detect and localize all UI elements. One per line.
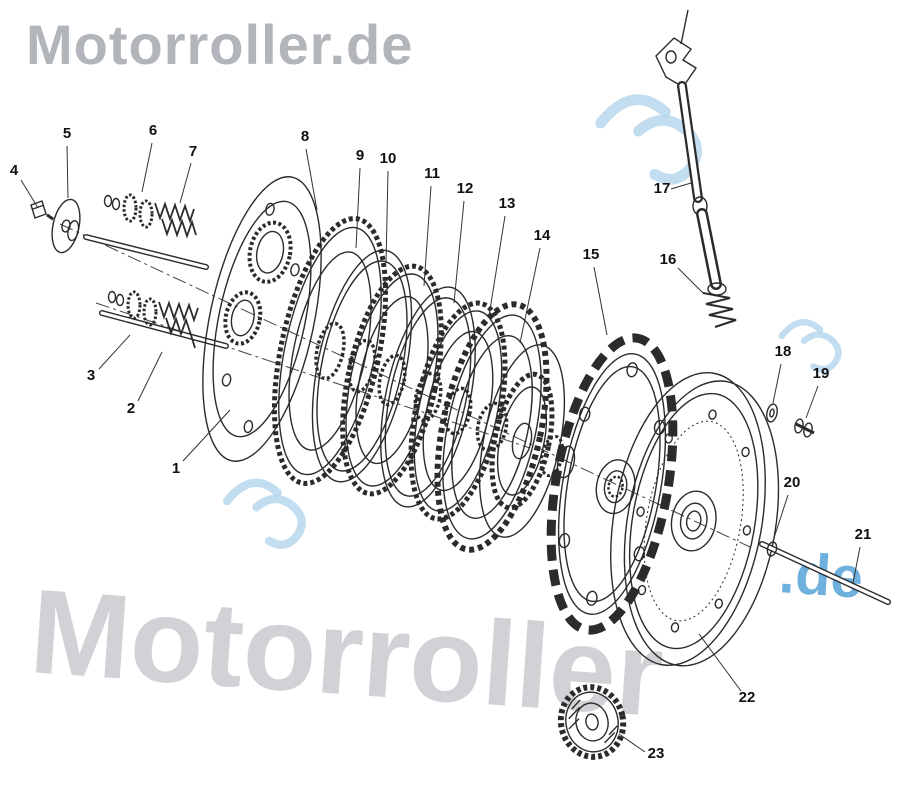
part-label-2: 2 (127, 400, 135, 417)
leader-line-9 (355, 167, 361, 249)
leader-line-12 (453, 200, 465, 304)
primary-gear-23 (557, 684, 627, 760)
exploded-clutch-drawing (30, 9, 891, 760)
clutch-drum-22 (610, 371, 780, 667)
leader-line-19 (805, 385, 819, 419)
leader-line-23 (618, 733, 646, 753)
release-spring (702, 292, 737, 328)
part-label-16: 16 (660, 251, 677, 268)
leader-line-14 (519, 247, 541, 344)
leader-line-4 (20, 179, 39, 209)
part-label-17: 17 (654, 180, 671, 197)
long-push-rod (759, 541, 891, 605)
leader-line-15 (593, 266, 608, 336)
part-label-19: 19 (813, 365, 830, 382)
friction-disc-11 (380, 286, 476, 508)
leader-line-5 (66, 145, 69, 199)
steel-plate-8 (271, 216, 389, 486)
part-label-4: 4 (10, 162, 19, 179)
watermark-suffix: .de (777, 540, 865, 611)
leader-line-10 (385, 170, 389, 264)
leader-line-20 (772, 494, 789, 542)
leader-line-16 (677, 267, 704, 294)
leader-line-6 (141, 142, 153, 193)
leader-line-11 (423, 185, 432, 287)
leader-line-18 (772, 363, 782, 404)
leader-line-13 (488, 215, 506, 317)
washer-and-pin (766, 403, 815, 438)
part-label-23: 23 (648, 745, 665, 762)
toothed-disc-13 (434, 301, 550, 553)
leader-line-17 (670, 182, 692, 190)
part-label-5: 5 (63, 125, 71, 142)
part-label-9: 9 (356, 147, 364, 164)
adjuster-disc (46, 198, 81, 254)
part-label-6: 6 (149, 122, 157, 139)
part-label-3: 3 (87, 367, 95, 384)
part-label-1: 1 (172, 460, 180, 477)
part-label-15: 15 (583, 246, 600, 263)
leader-line-22 (698, 633, 742, 692)
part-label-10: 10 (380, 150, 397, 167)
leader-line-2 (137, 351, 163, 402)
part-label-18: 18 (775, 343, 792, 360)
leader-line-1 (182, 409, 231, 462)
bird-logo-icon (227, 483, 302, 545)
bolt-spring-set-lower (107, 290, 199, 349)
part-label-22: 22 (739, 689, 756, 706)
pressure-plate (202, 176, 322, 462)
part-label-21: 21 (855, 526, 872, 543)
leader-line-21 (852, 546, 861, 584)
leader-line-8 (305, 148, 318, 211)
part-label-13: 13 (499, 195, 516, 212)
bolt-spring-set-upper (103, 193, 197, 239)
part-label-8: 8 (301, 128, 309, 145)
leader-line-3 (98, 334, 131, 370)
main-axis-line (59, 223, 751, 548)
part-label-12: 12 (457, 180, 474, 197)
part-label-7: 7 (189, 143, 197, 160)
part-label-11: 11 (424, 165, 440, 182)
clutch-center-15 (546, 333, 678, 635)
part-label-14: 14 (534, 227, 551, 244)
part-label-20: 20 (784, 474, 801, 491)
leader-line-7 (179, 162, 192, 204)
release-lever (655, 9, 727, 296)
brand-logo: Motorroller.de (26, 13, 413, 76)
nut (30, 200, 47, 219)
